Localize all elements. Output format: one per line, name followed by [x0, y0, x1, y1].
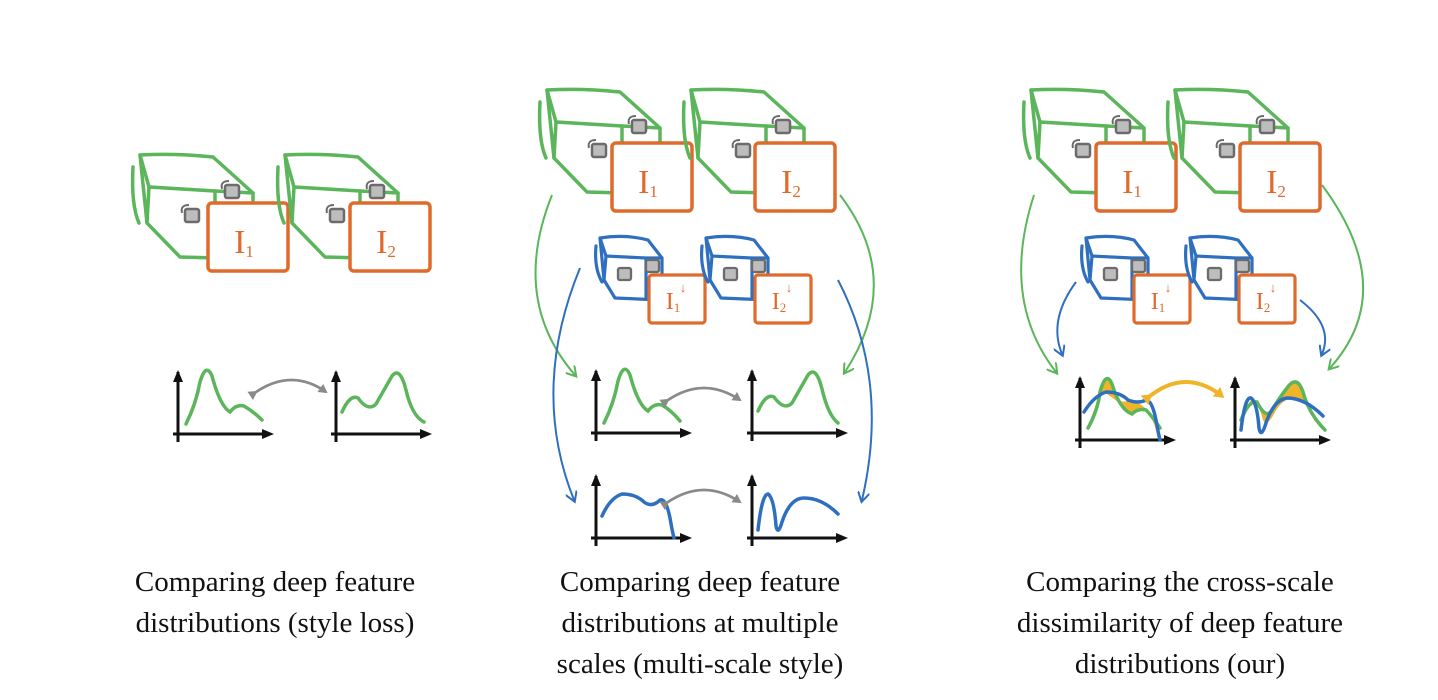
caption-panel-2: Comparing deep feature distributions at … [480, 562, 920, 685]
feature-curve [184, 368, 264, 426]
caption-line: dissimilarity of deep feature [1016, 607, 1344, 639]
caption-line: Comparing deep feature [559, 566, 841, 598]
feature-curve [756, 370, 840, 425]
feature-curve [602, 367, 682, 425]
distribution-plot-right-downscaled [745, 472, 850, 548]
image-frame-i2-downscaled: I2 ↓ [753, 273, 813, 325]
feature-curve [340, 371, 426, 424]
image-frame-i2: I2 [1238, 141, 1322, 213]
svg-text:I1: I1 [234, 224, 254, 261]
image-frame-i2-downscaled: I2 ↓ [1237, 273, 1297, 325]
distribution-plot-right [329, 368, 434, 444]
image-frame-i1-downscaled: I1 ↓ [647, 273, 707, 325]
svg-text:↓: ↓ [680, 280, 687, 295]
svg-text:↓: ↓ [1270, 280, 1277, 295]
caption-line: distributions (style loss) [135, 607, 415, 639]
flow-arrow-blue [1057, 281, 1077, 354]
cross-scale-plot-right [1228, 374, 1333, 450]
svg-text:I1: I1 [666, 289, 681, 315]
distribution-plot-right [745, 367, 850, 443]
image-frame-i2: I2 [348, 201, 432, 273]
compare-arrow [659, 386, 742, 409]
panel-1: I1 I2 [130, 152, 434, 444]
svg-text:I2: I2 [781, 164, 801, 201]
svg-text:↓: ↓ [786, 280, 793, 295]
flow-arrow-green [839, 194, 875, 372]
svg-text:I1: I1 [1151, 289, 1166, 315]
distribution-plot-left [171, 368, 276, 444]
svg-text:I2: I2 [772, 289, 787, 315]
feature-curve [600, 492, 676, 540]
distribution-plot-left-downscaled [589, 472, 694, 548]
caption-line: distributions (our) [1074, 648, 1286, 680]
panel-3: I1 I2 I1 ↓ I2 ↓ [1020, 87, 1365, 450]
caption-line: distributions at multiple [561, 607, 839, 639]
flow-arrow-green [1321, 184, 1365, 368]
caption-panel-3: Comparing the cross-scale dissimilarity … [960, 562, 1400, 685]
image-frame-i2: I2 [753, 141, 837, 213]
flow-arrow-blue [552, 267, 581, 500]
compare-arrow [247, 378, 328, 401]
svg-text:I1: I1 [1122, 164, 1142, 201]
svg-text:I2: I2 [376, 224, 396, 261]
caption-line: Comparing deep feature [134, 566, 416, 598]
caption-panel-1: Comparing deep feature distributions (st… [60, 562, 490, 644]
distribution-plot-left [589, 367, 694, 443]
flow-arrow-green [1020, 194, 1056, 372]
feature-curve-blue [1082, 390, 1162, 442]
panel-2: I1 I2 I1 ↓ I2 ↓ [534, 87, 875, 548]
flow-arrow-blue [837, 279, 873, 500]
compare-arrow [1140, 380, 1225, 406]
svg-text:I1: I1 [638, 164, 658, 201]
image-frame-i1: I1 [610, 141, 694, 213]
cross-scale-plot-left [1073, 374, 1178, 450]
svg-text:↓: ↓ [1165, 280, 1172, 295]
feature-curve [756, 492, 840, 532]
compare-arrow [659, 488, 742, 511]
svg-text:I2: I2 [1266, 164, 1286, 201]
caption-line: Comparing the cross-scale [1026, 566, 1334, 598]
feature-curve-blue [1239, 396, 1325, 435]
caption-line: scales (multi-scale style) [556, 648, 844, 680]
svg-text:I2: I2 [1256, 289, 1271, 315]
flow-arrow-blue [1299, 299, 1325, 354]
flow-arrow-green [534, 194, 575, 375]
image-frame-i1-downscaled: I1 ↓ [1132, 273, 1192, 325]
image-frame-i1: I1 [206, 201, 290, 273]
image-frame-i1: I1 [1094, 141, 1178, 213]
